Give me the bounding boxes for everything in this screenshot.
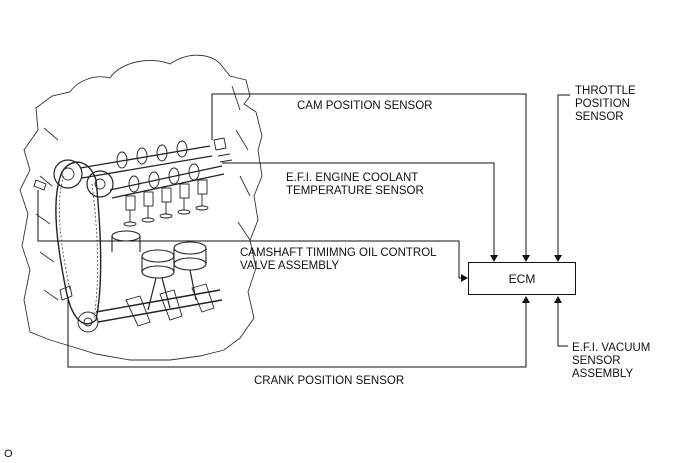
cam-position-sensor-label: CAM POSITION SENSOR [297,100,433,112]
cam-position-line [211,93,527,258]
coolant-temperature-sensor-label: E.F.I. ENGINE COOLANT TEMPERATURE SENSOR [286,172,424,197]
throttle-position-sensor-label: THROTTLE POSITION SENSOR [575,85,636,123]
ecm-label: ECM [508,271,536,286]
signal-lines [37,93,570,368]
arrow-coolant-to-ecm [490,255,498,262]
crank-position-sensor-label: CRANK POSITION SENSOR [254,375,405,387]
ocv-assembly-label: CAMSHAFT TIMIMNG OIL CONTROL VALVE ASSEM… [240,247,437,272]
ecm-box: ECM [468,262,576,295]
engine-illustration-icon [19,54,263,361]
figure-code: O [4,448,13,460]
arrowheads [461,255,562,303]
crank-position-line [67,300,527,368]
arrow-crank-to-ecm [522,296,530,303]
vacuum-sensor-assembly-label: E.F.I. VACUUM SENSOR ASSEMBLY [572,342,651,380]
arrow-cam-to-ecm [522,255,530,262]
arrow-throttle-to-ecm [554,255,562,262]
coolant-temp-line [222,162,495,258]
throttle-line [557,94,570,258]
vacuum-sensor-line [557,301,568,347]
ocv-line [37,190,464,279]
arrow-vacuum-to-ecm [554,296,562,303]
arrow-ocv-from-ecm [461,274,468,282]
